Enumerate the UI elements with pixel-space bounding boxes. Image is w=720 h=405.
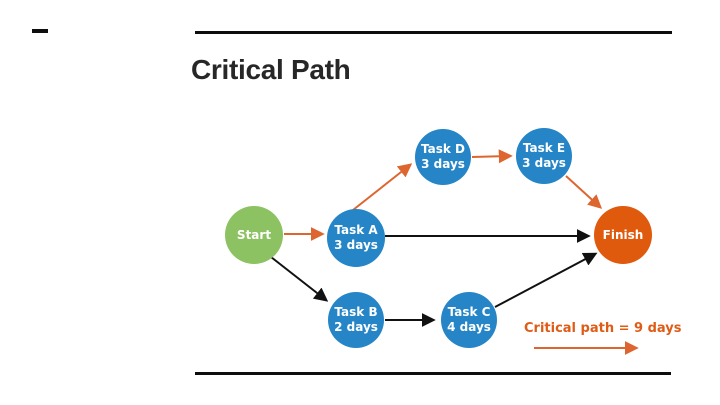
- node-finish: Finish: [594, 206, 652, 264]
- node-task-d: Task D 3 days: [415, 129, 471, 185]
- node-task-d-label: Task D: [421, 142, 465, 156]
- node-task-e-label: Task E: [522, 141, 566, 155]
- node-task-a-label: Task A: [334, 223, 378, 237]
- node-task-b: Task B 2 days: [328, 292, 384, 348]
- node-task-b-duration: 2 days: [334, 320, 378, 334]
- node-task-a-duration: 3 days: [334, 238, 378, 252]
- node-task-a: Task A 3 days: [327, 209, 385, 267]
- edge-task-d-to-task-e: [471, 149, 513, 164]
- node-finish-label: Finish: [602, 227, 644, 242]
- edge-task-a-to-task-d: [352, 163, 413, 211]
- node-task-e-duration: 3 days: [522, 156, 566, 170]
- node-task-d-duration: 3 days: [421, 157, 465, 171]
- bottom-divider-line: [195, 372, 671, 375]
- edge-task-c-to-finish: [494, 252, 598, 308]
- node-task-c-duration: 4 days: [447, 320, 491, 334]
- node-task-b-label: Task B: [334, 305, 378, 319]
- node-task-e: Task E 3 days: [516, 128, 572, 184]
- corner-dash-mark: [32, 29, 48, 33]
- edge-task-e-to-finish: [565, 175, 603, 209]
- node-start: Start: [225, 206, 283, 264]
- node-task-c-label: Task C: [447, 305, 491, 319]
- node-task-c: Task C 4 days: [441, 292, 497, 348]
- edge-start-to-task-b: [270, 256, 329, 302]
- top-divider-line: [195, 31, 672, 34]
- slide-title: Critical Path: [191, 54, 351, 85]
- legend-critical-path-label: Critical path = 9 days: [524, 321, 682, 336]
- node-start-label: Start: [236, 227, 272, 242]
